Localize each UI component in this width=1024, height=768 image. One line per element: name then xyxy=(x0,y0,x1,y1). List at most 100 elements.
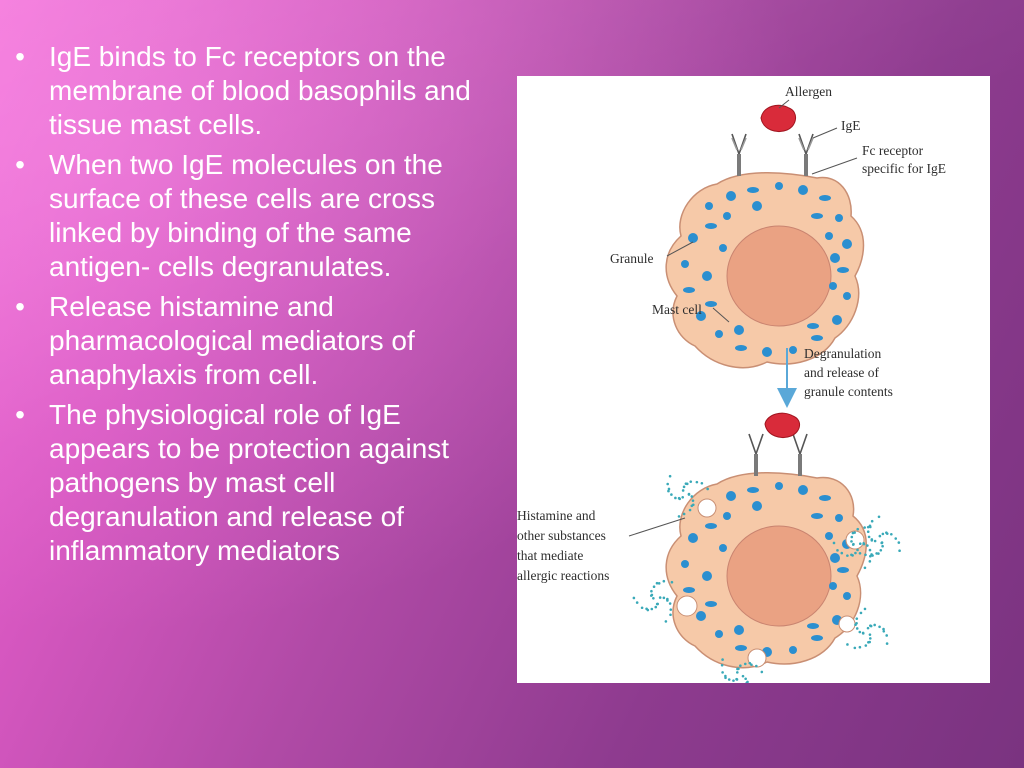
granule-dot xyxy=(688,233,698,243)
granule-dot xyxy=(681,560,689,568)
histamine-label-line1: Histamine and xyxy=(517,508,596,523)
mediator-dot xyxy=(668,602,672,605)
released-mediators xyxy=(632,474,901,683)
ige-antibody-left xyxy=(748,433,764,476)
granule-dot xyxy=(830,253,840,263)
granule-dot xyxy=(789,646,797,654)
granule-dot xyxy=(726,491,736,501)
fusing-vesicle xyxy=(676,595,698,617)
granule-dot xyxy=(811,335,823,341)
histamine-label-line3: that mediate xyxy=(517,548,583,563)
allergen-label: Allergen xyxy=(785,84,832,99)
ige-pointer xyxy=(812,127,838,139)
mediator-dot xyxy=(864,644,868,647)
histamine-label-line2: other substances xyxy=(517,528,606,543)
mediator-dot xyxy=(868,548,872,552)
mediator-dot xyxy=(669,608,673,611)
granule-dot xyxy=(696,311,706,321)
mediator-dot xyxy=(878,534,882,538)
granule-dot xyxy=(735,345,747,351)
mast-cell-diagram: Allergen IgE Fc receptor specific for Ig… xyxy=(517,84,946,683)
fusing-vesicle xyxy=(838,615,856,633)
mediator-dot xyxy=(688,508,692,512)
granule-dot xyxy=(688,533,698,543)
mediator-dot xyxy=(858,630,862,634)
mediator-dot xyxy=(885,634,888,637)
granule-dot xyxy=(835,214,843,222)
mediator-dot xyxy=(652,597,655,600)
mediator-dot xyxy=(743,662,747,666)
mediator-dot xyxy=(863,566,867,570)
granule-dot xyxy=(825,232,833,240)
mediator-dot xyxy=(853,531,856,534)
granule-dot xyxy=(825,532,833,540)
mast-cell-label: Mast cell xyxy=(652,302,702,317)
mediator-dot xyxy=(863,607,867,611)
granule-dot xyxy=(829,282,837,290)
mediator-dot xyxy=(879,548,883,552)
mediator-dot xyxy=(855,617,859,620)
mediator-dot xyxy=(664,620,668,623)
fusing-vesicle xyxy=(697,498,717,518)
granule-dot xyxy=(747,487,759,493)
mediator-dot xyxy=(645,607,648,611)
granule-dot xyxy=(719,544,727,552)
mediator-dot xyxy=(897,541,901,544)
mediator-dot xyxy=(854,551,857,555)
mediator-dot xyxy=(682,512,686,516)
granule-dot xyxy=(775,482,783,490)
granule-dot xyxy=(829,582,837,590)
mediator-dot xyxy=(877,515,881,519)
granule-dot xyxy=(775,182,783,190)
allergen-bottom xyxy=(764,412,800,438)
granule-dot xyxy=(789,346,797,354)
granule-dot xyxy=(715,330,723,338)
mediator-dot xyxy=(741,674,745,678)
granule-dot xyxy=(683,587,695,593)
mediator-dot xyxy=(720,663,724,667)
mediator-dot xyxy=(721,671,724,674)
mediator-dot xyxy=(655,602,659,606)
mediator-dot xyxy=(735,677,738,681)
bullet-marker: • xyxy=(15,399,25,430)
mediator-dot xyxy=(894,537,898,540)
mediator-dot xyxy=(866,626,870,630)
mediator-dot xyxy=(662,579,666,583)
mediator-dot xyxy=(882,629,886,633)
mediator-dot xyxy=(677,496,681,500)
fc-receptor-label-line2: specific for IgE xyxy=(862,161,946,176)
granule-dot xyxy=(705,301,717,307)
granule-dot xyxy=(747,187,759,193)
mediator-dot xyxy=(868,633,872,637)
mediator-dot xyxy=(685,482,689,486)
bullet-text: The physiological role of IgE appears to… xyxy=(49,399,450,566)
degranulation-label-line1: Degranulation xyxy=(804,346,881,361)
mediator-dot xyxy=(870,538,874,541)
mediator-dot xyxy=(721,658,724,661)
mediator-dot xyxy=(724,674,727,678)
top-granules xyxy=(681,182,852,357)
mediator-dot xyxy=(866,544,869,547)
granule-dot xyxy=(807,323,819,329)
mediator-dot xyxy=(869,554,872,558)
mediator-dot xyxy=(760,670,764,674)
mediator-dot xyxy=(856,548,859,552)
ige-antibody-left xyxy=(731,133,747,176)
mediator-dot xyxy=(890,532,893,536)
histamine-pointer xyxy=(628,517,686,537)
mediator-dot xyxy=(657,582,661,585)
mediator-dot xyxy=(885,642,889,645)
granule-dot xyxy=(798,185,808,195)
mediator-dot xyxy=(853,646,857,650)
granule-dot xyxy=(734,325,744,335)
granule-dot xyxy=(681,260,689,268)
granule-dot xyxy=(819,495,831,501)
mediator-dot xyxy=(632,596,636,600)
bullet-text-panel: • IgE binds to Fc receptors on the membr… xyxy=(10,40,500,574)
mediator-dot xyxy=(881,544,884,548)
granule-dot xyxy=(683,287,695,293)
granule-dot xyxy=(726,191,736,201)
mediator-dot xyxy=(690,504,694,508)
mediator-dot xyxy=(885,532,889,535)
mediator-dot xyxy=(700,481,704,485)
